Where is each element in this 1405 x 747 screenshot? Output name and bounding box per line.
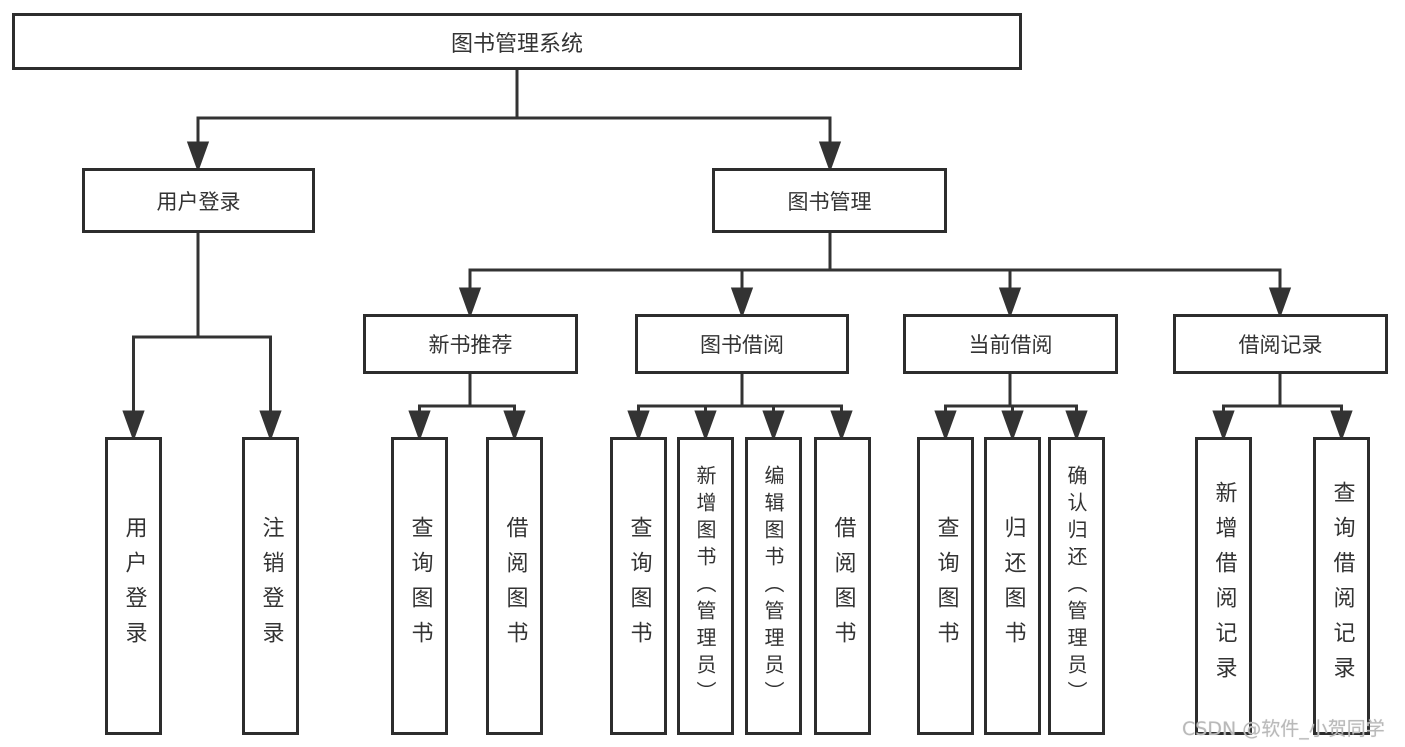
node-book-management-label: 图书管理 [787, 189, 872, 214]
node-book-borrow: 图书借阅 [635, 314, 849, 374]
leaf-recommend-query-books-label: 查询图书 [407, 516, 433, 656]
node-user-login-label: 用户登录 [156, 189, 241, 214]
leaf-borrow-books-label: 借阅图书 [830, 516, 856, 656]
connector-book-mgmt-to-level3 [458, 231, 1292, 319]
node-borrow-records: 借阅记录 [1173, 314, 1388, 374]
leaf-logout: 注销登录 [242, 437, 299, 735]
leaf-add-books-admin: 新增图书（管理员） [677, 437, 734, 735]
connector-book-borrow-to-leaves [627, 372, 853, 442]
node-root-system: 图书管理系统 [12, 13, 1022, 70]
leaf-add-borrow-record-label: 新增借阅记录 [1211, 481, 1237, 691]
connector-new-book-to-leaves [408, 372, 526, 442]
node-borrow-records-label: 借阅记录 [1238, 333, 1323, 357]
leaf-recommend-query-books: 查询图书 [391, 437, 448, 735]
node-new-book-recommend: 新书推荐 [363, 314, 578, 374]
leaf-add-books-admin-label: 新增图书（管理员） [693, 464, 717, 708]
csdn-watermark: CSDN @软件_小贺同学 [1182, 718, 1385, 740]
connector-borrow-record-to-leaves [1212, 372, 1353, 442]
leaf-recommend-borrow-books-label: 借阅图书 [502, 516, 528, 656]
connector-current-borrow-to-leaves [934, 372, 1088, 442]
leaf-borrow-query-books-label: 查询图书 [626, 516, 652, 656]
node-user-login: 用户登录 [82, 168, 315, 233]
node-new-book-recommend-label: 新书推荐 [428, 333, 513, 357]
leaf-user-login: 用户登录 [105, 437, 162, 735]
connector-user-login-to-leaves [122, 231, 282, 442]
node-current-borrow: 当前借阅 [903, 314, 1118, 374]
node-current-borrow-label: 当前借阅 [968, 333, 1053, 357]
leaf-query-borrow-record: 查询借阅记录 [1313, 437, 1370, 735]
node-book-borrow-label: 图书借阅 [700, 333, 784, 357]
node-root-label: 图书管理系统 [450, 31, 583, 57]
leaf-user-login-label: 用户登录 [121, 516, 147, 656]
leaf-recommend-borrow-books: 借阅图书 [486, 437, 543, 735]
leaf-query-borrow-record-label: 查询借阅记录 [1329, 481, 1355, 691]
leaf-return-books: 归还图书 [984, 437, 1041, 735]
leaf-return-books-label: 归还图书 [1000, 516, 1026, 656]
leaf-confirm-return-admin-label: 确认归还（管理员） [1064, 464, 1088, 708]
leaf-logout-label: 注销登录 [258, 516, 284, 656]
leaf-current-query-books: 查询图书 [917, 437, 974, 735]
leaf-current-query-books-label: 查询图书 [933, 516, 959, 656]
connector-root-to-level2 [186, 68, 842, 173]
leaf-borrow-query-books: 查询图书 [610, 437, 667, 735]
node-book-management: 图书管理 [712, 168, 947, 233]
leaf-edit-books-admin-label: 编辑图书（管理员） [761, 464, 785, 708]
leaf-borrow-books: 借阅图书 [814, 437, 871, 735]
leaf-add-borrow-record: 新增借阅记录 [1195, 437, 1252, 735]
leaf-confirm-return-admin: 确认归还（管理员） [1048, 437, 1105, 735]
leaf-edit-books-admin: 编辑图书（管理员） [745, 437, 802, 735]
